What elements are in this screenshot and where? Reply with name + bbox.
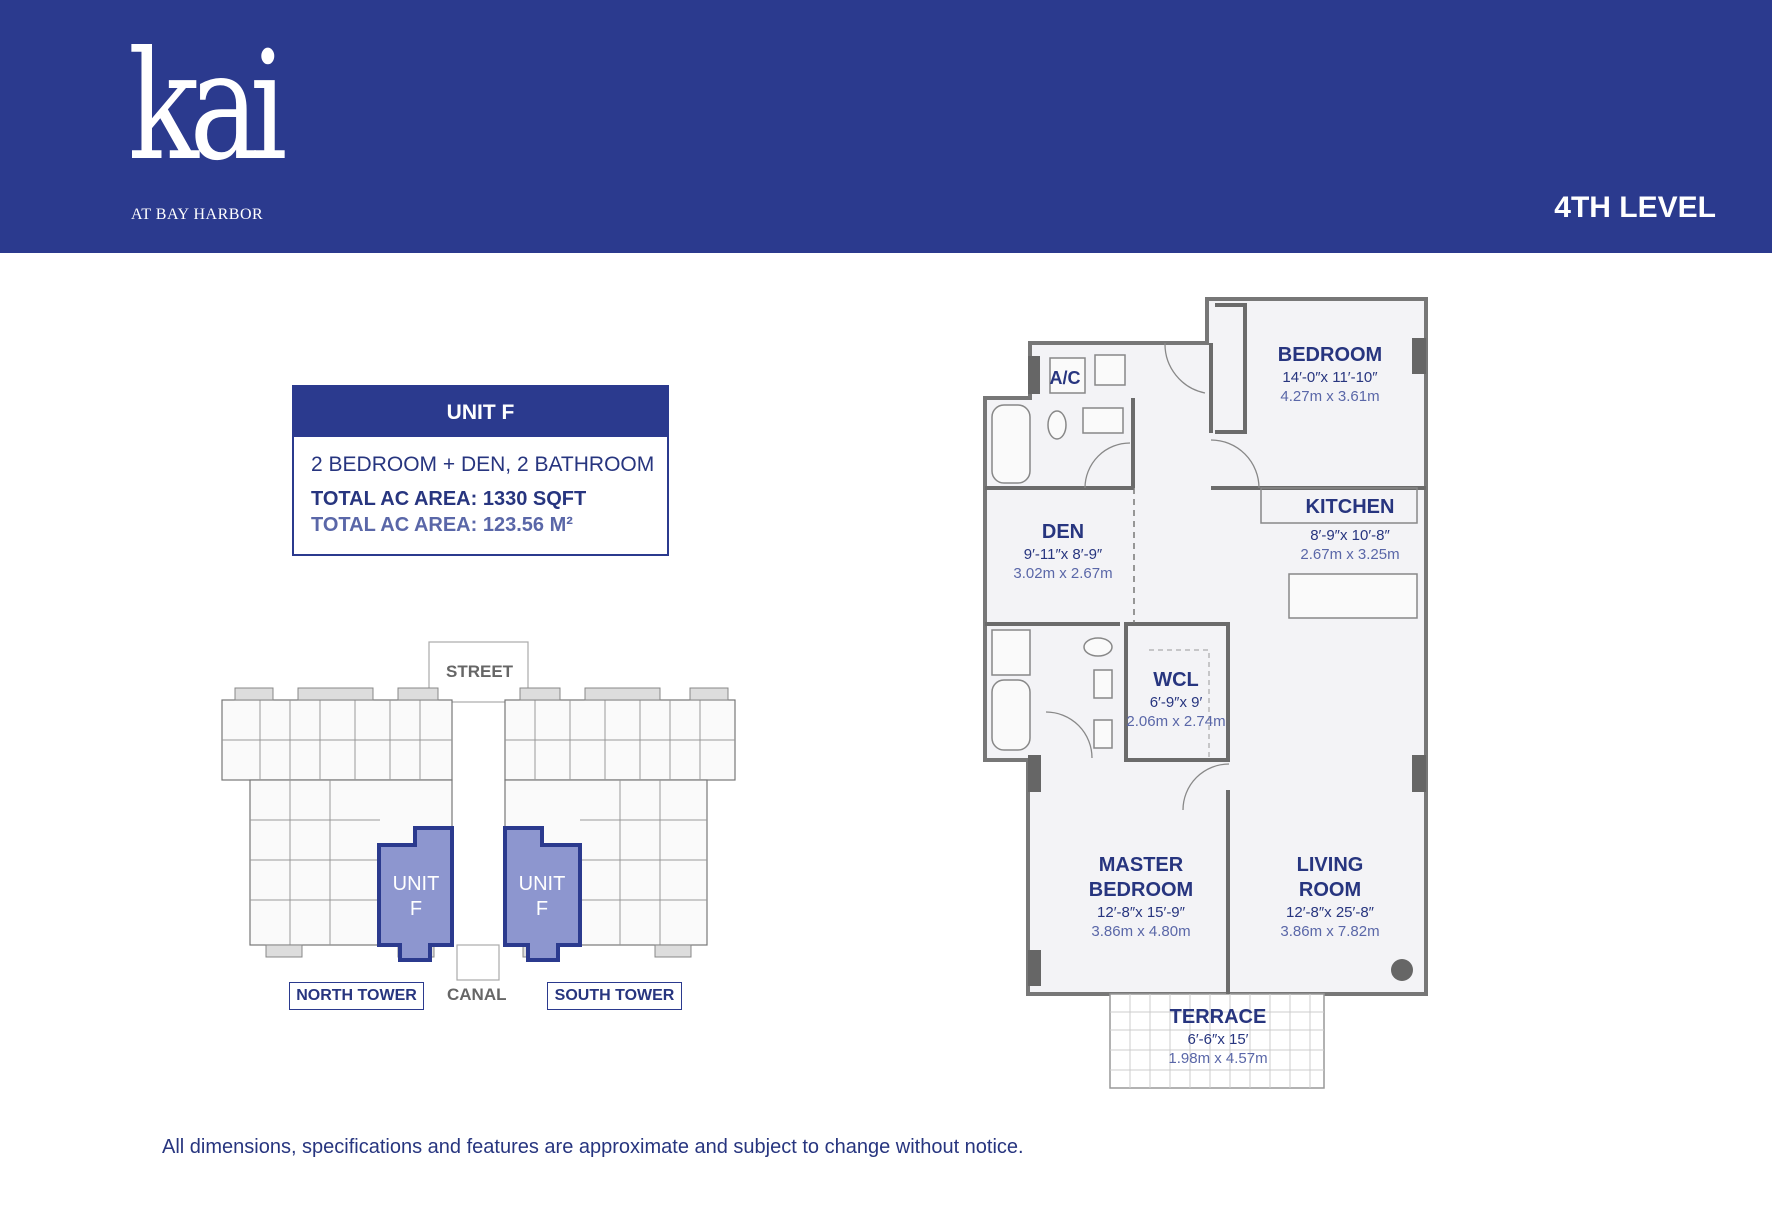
room-dim-metric: 1.98m x 4.57m bbox=[1168, 1050, 1268, 1067]
room-name: DEN bbox=[1041, 521, 1085, 543]
unit-area-sqft: TOTAL AC AREA: 1330 SQFT bbox=[311, 488, 587, 510]
room-dim-metric: 4.27m x 3.61m bbox=[1280, 388, 1380, 405]
room-wcl: WCL 6′-9″x 9′ 2.06m x 2.74m bbox=[1126, 668, 1225, 731]
room-dim-metric: 3.86m x 4.80m bbox=[1091, 923, 1191, 940]
canal-label: CANAL bbox=[447, 985, 507, 1004]
south-tower-label: SOUTH TOWER bbox=[547, 982, 682, 1010]
room-dim-imperial: 12′-8″x 25′-8″ bbox=[1286, 904, 1374, 921]
header-banner: kai AT BAY HARBOR 4TH LEVEL bbox=[0, 0, 1772, 253]
room-dim-imperial: 14′-0″x 11′-10″ bbox=[1282, 369, 1378, 386]
room-kitchen: KITCHEN 8′-9″x 10′-8″ 2.67m x 3.25m bbox=[1300, 495, 1399, 564]
room-ac: A/C bbox=[1049, 368, 1081, 388]
room-dim-metric: 3.02m x 2.67m bbox=[1013, 565, 1113, 582]
room-name: LIVING bbox=[1296, 854, 1364, 876]
unit-letter: F bbox=[535, 898, 549, 920]
room-den: DEN 9′-11″x 8′-9″ 3.02m x 2.67m bbox=[1013, 520, 1112, 583]
north-tower-label: NORTH TOWER bbox=[289, 982, 424, 1010]
room-dim-metric: 3.86m x 7.82m bbox=[1280, 923, 1380, 940]
room-name: WCL bbox=[1153, 669, 1199, 691]
level-label: 4TH LEVEL bbox=[1554, 191, 1716, 224]
room-terrace: TERRACE 6′-6″x 15′ 1.98m x 4.57m bbox=[1168, 1005, 1267, 1068]
unit-f-south-highlight bbox=[503, 826, 582, 962]
unit-f-south-label: UNIT F bbox=[519, 872, 566, 922]
room-dim-metric: 2.06m x 2.74m bbox=[1126, 713, 1226, 730]
street-label: STREET bbox=[446, 662, 514, 681]
room-living-room: LIVING ROOM 12′-8″x 25′-8″ 3.86m x 7.82m bbox=[1280, 853, 1379, 941]
unit-f-north-highlight bbox=[377, 826, 454, 962]
room-name: BEDROOM bbox=[1277, 344, 1383, 366]
disclaimer: All dimensions, specifications and featu… bbox=[162, 1136, 1024, 1158]
unit-floor-plan bbox=[983, 297, 1428, 1089]
room-name: KITCHEN bbox=[1305, 496, 1395, 518]
unit-area-m2: TOTAL AC AREA: 123.56 M² bbox=[311, 514, 573, 536]
key-plan bbox=[221, 641, 736, 981]
room-dim-imperial: 12′-8″x 15′-9″ bbox=[1097, 904, 1185, 921]
room-name: TERRACE bbox=[1169, 1006, 1267, 1028]
unit-description: 2 BEDROOM + DEN, 2 BATHROOM bbox=[311, 453, 655, 476]
unit-word: UNIT bbox=[392, 873, 440, 895]
unit-word: UNIT bbox=[518, 873, 566, 895]
room-name: ROOM bbox=[1298, 879, 1362, 901]
room-dim-imperial: 9′-11″x 8′-9″ bbox=[1023, 546, 1103, 563]
room-name: MASTER bbox=[1098, 854, 1184, 876]
room-dim-imperial: 6′-6″x 15′ bbox=[1187, 1031, 1249, 1048]
unit-title: UNIT F bbox=[294, 387, 667, 437]
unit-info-box: UNIT F 2 BEDROOM + DEN, 2 BATHROOM TOTAL… bbox=[292, 385, 669, 556]
kai-logo: kai bbox=[128, 20, 287, 194]
room-dim-imperial: 6′-9″x 9′ bbox=[1149, 694, 1203, 711]
unit-f-north-label: UNIT F bbox=[393, 872, 440, 922]
room-dim-imperial: 8′-9″x 10′-8″ bbox=[1310, 527, 1390, 544]
room-bedroom: BEDROOM 14′-0″x 11′-10″ 4.27m x 3.61m bbox=[1278, 343, 1382, 406]
unit-letter: F bbox=[409, 898, 423, 920]
logo-subtitle: AT BAY HARBOR bbox=[131, 206, 264, 223]
room-master-bedroom: MASTER BEDROOM 12′-8″x 15′-9″ 3.86m x 4.… bbox=[1089, 853, 1193, 941]
room-name: BEDROOM bbox=[1088, 879, 1194, 901]
room-dim-metric: 2.67m x 3.25m bbox=[1300, 546, 1400, 563]
